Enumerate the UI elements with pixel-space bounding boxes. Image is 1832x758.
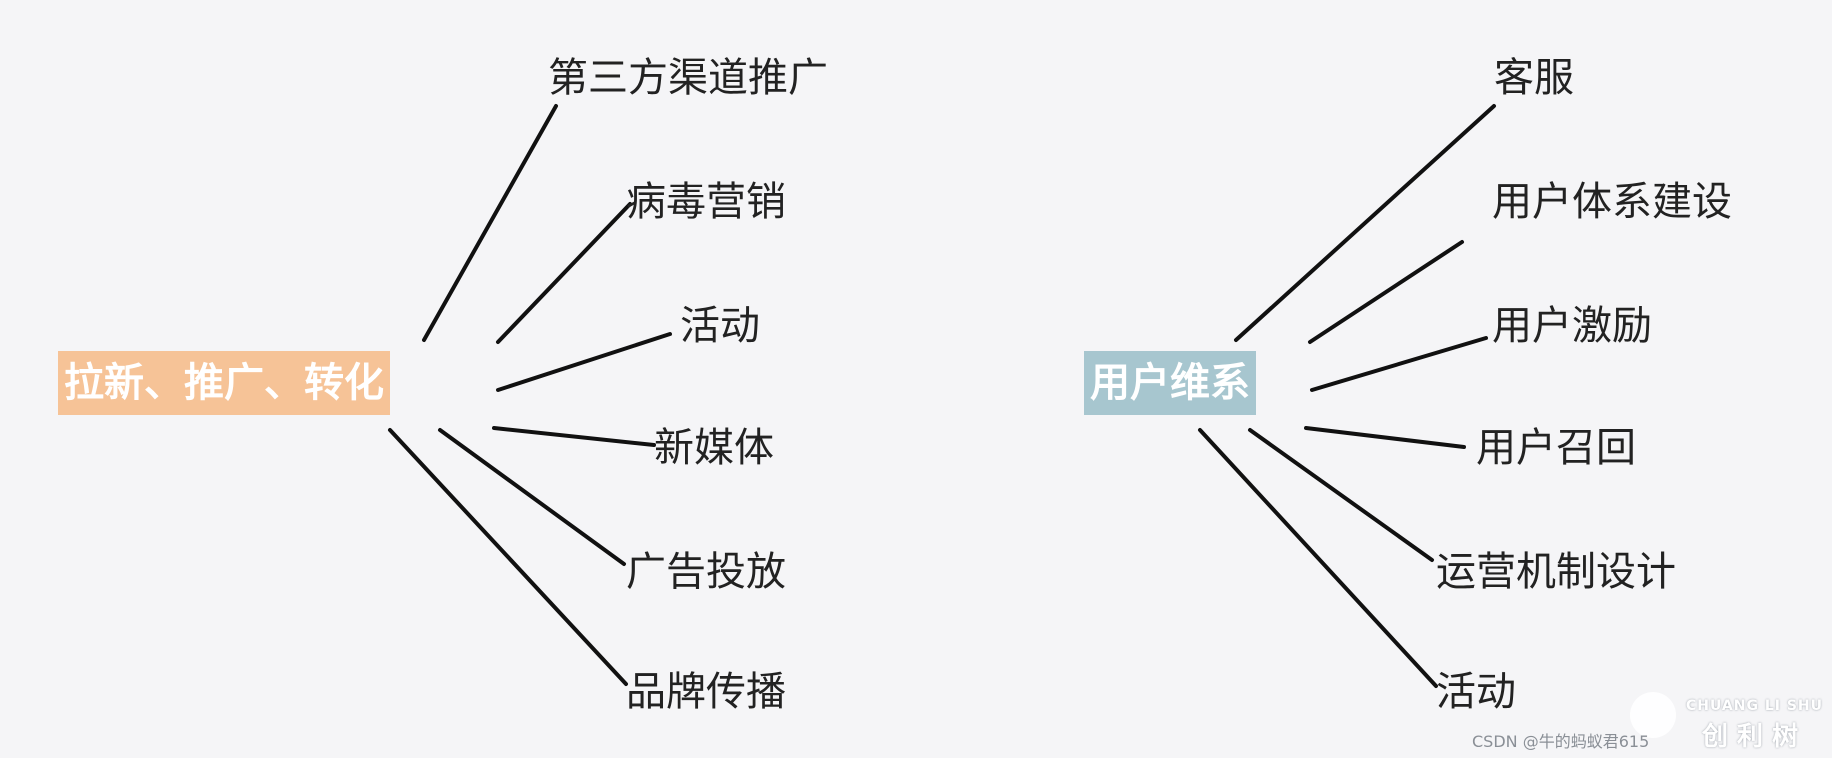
root-node-left: 拉新、推广、转化 [58, 351, 390, 415]
watermark-logo-icon [1630, 692, 1676, 738]
leaf-left-3: 新媒体 [654, 425, 774, 471]
connector-left-2 [496, 332, 672, 392]
leaf-right-0: 客服 [1494, 55, 1574, 101]
connector-right-3 [1304, 426, 1466, 449]
connector-left-3 [492, 426, 656, 447]
leaf-right-5: 活动 [1436, 669, 1516, 715]
connector-left-1 [496, 202, 632, 344]
watermark-csdn: CSDN @牛的蚂蚁君615 [1472, 732, 1650, 751]
leaf-left-5: 品牌传播 [626, 669, 786, 715]
connector-right-0 [1234, 104, 1496, 342]
leaf-right-3: 用户召回 [1476, 425, 1636, 471]
leaf-left-1: 病毒营销 [626, 179, 786, 225]
leaf-left-4: 广告投放 [626, 549, 786, 595]
connector-left-0 [422, 104, 558, 342]
connector-right-2 [1310, 336, 1488, 392]
connector-right-4 [1248, 428, 1434, 562]
connector-right-5 [1198, 428, 1438, 688]
connector-right-1 [1308, 240, 1464, 344]
watermark-brand-cn: 创 利 树 [1702, 722, 1799, 752]
root-node-right: 用户维系 [1084, 351, 1256, 415]
connector-left-4 [438, 428, 626, 566]
leaf-right-1: 用户体系建设 [1492, 179, 1732, 225]
leaf-left-0: 第三方渠道推广 [548, 55, 828, 101]
leaf-right-2: 用户激励 [1492, 303, 1652, 349]
connector-left-5 [388, 428, 628, 686]
leaf-right-4: 运营机制设计 [1436, 549, 1676, 595]
watermark-brand: CHUANG LI SHU [1686, 698, 1824, 714]
leaf-left-2: 活动 [680, 303, 760, 349]
